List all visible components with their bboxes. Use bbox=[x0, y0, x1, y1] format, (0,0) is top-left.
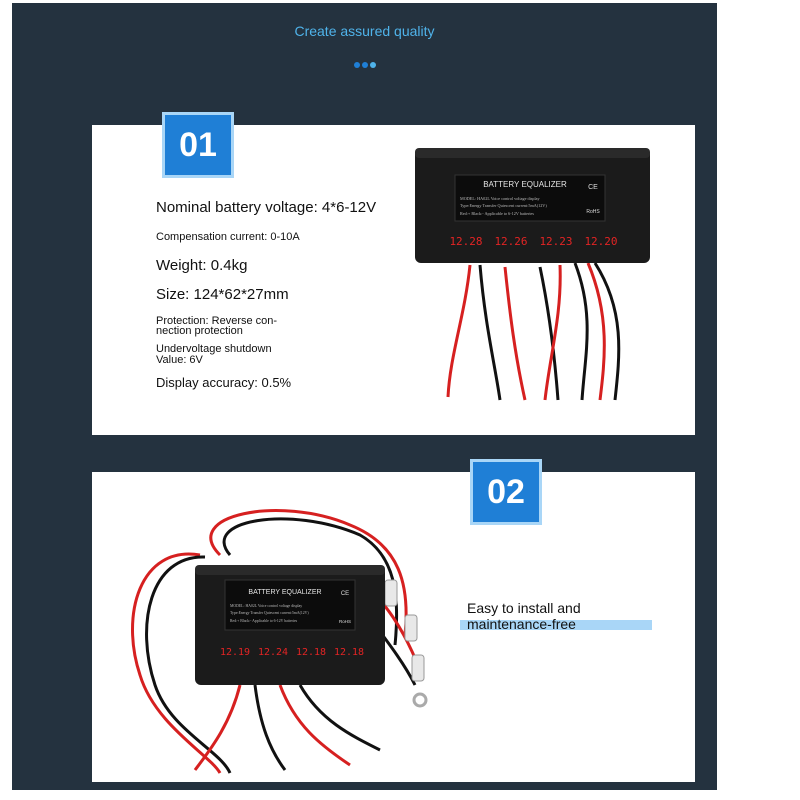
device-label-2: BATTERY EQUALIZER bbox=[248, 589, 321, 596]
voltage-reading-8: 12.18 bbox=[334, 647, 364, 658]
voltage-reading-2: 12.26 bbox=[494, 235, 527, 248]
voltage-reading-6: 12.24 bbox=[258, 647, 288, 658]
pagination-dot-1 bbox=[353, 62, 360, 68]
device-type-line-2: Type:Energy Transfer Quiescent current:5… bbox=[230, 611, 309, 615]
spec-accuracy: Display accuracy: 0.5% bbox=[156, 375, 292, 390]
spec-undervoltage-2: Value: 6V bbox=[156, 354, 203, 366]
spec-weight: Weight: 0.4kg bbox=[156, 257, 248, 274]
device-wire-line-2: Red:+ Black:- Applicable to 6-12V batter… bbox=[230, 619, 298, 623]
ce-mark-2: CE bbox=[341, 591, 349, 597]
voltage-reading-7: 12.18 bbox=[296, 647, 326, 658]
spec-protection-1: Protection: Reverse con- bbox=[156, 315, 278, 327]
voltage-reading-5: 12.19 bbox=[220, 647, 250, 658]
callout-highlight bbox=[460, 620, 652, 630]
pagination-dots bbox=[12, 55, 717, 73]
spec-protection-2: nection protection bbox=[156, 325, 243, 337]
spec-size: Size: 124*62*27mm bbox=[156, 286, 289, 303]
callout-line-2: maintenance-free bbox=[467, 616, 576, 633]
header-title: Create assured quality bbox=[294, 23, 435, 39]
device-wire-line-1: Red:+ Black:- Applicable to 6-12V batter… bbox=[460, 211, 534, 216]
spec-current: Compensation current: 0-10A bbox=[156, 231, 300, 243]
voltage-reading-4: 12.20 bbox=[584, 235, 617, 248]
voltage-reading-1: 12.28 bbox=[449, 235, 482, 248]
battery-equalizer-photo-2: BATTERY EQUALIZER MODEL: HA02L Voice con… bbox=[120, 495, 450, 780]
spec-voltage: Nominal battery voltage: 4*6-12V bbox=[156, 199, 377, 216]
device-type-line-1: Type:Energy Transfer Quiescent current:5… bbox=[460, 203, 547, 208]
rohs-mark-1: RoHS bbox=[586, 209, 600, 215]
ce-mark-1: CE bbox=[588, 184, 598, 191]
rohs-mark-2: RoHS bbox=[339, 619, 351, 624]
device-model-line-2: MODEL: HA02L Voice control voltage displ… bbox=[230, 604, 302, 608]
device-label-1: BATTERY EQUALIZER bbox=[483, 180, 567, 189]
battery-equalizer-photo-1: BATTERY EQUALIZER MODEL: HA02L Voice con… bbox=[410, 145, 655, 405]
install-callout: Easy to install and maintenance-free bbox=[467, 600, 581, 632]
device-model-line-1: MODEL: HA02L Voice control voltage displ… bbox=[460, 196, 540, 201]
section-badge-01: 01 bbox=[162, 112, 234, 178]
section-badge-02: 02 bbox=[470, 459, 542, 525]
callout-line-1: Easy to install and bbox=[467, 600, 581, 616]
voltage-reading-3: 12.23 bbox=[539, 235, 572, 248]
pagination-dot-2 bbox=[361, 62, 368, 68]
pagination-dot-3 bbox=[369, 62, 376, 68]
spec-undervoltage-1: Undervoltage shutdown bbox=[156, 343, 272, 355]
